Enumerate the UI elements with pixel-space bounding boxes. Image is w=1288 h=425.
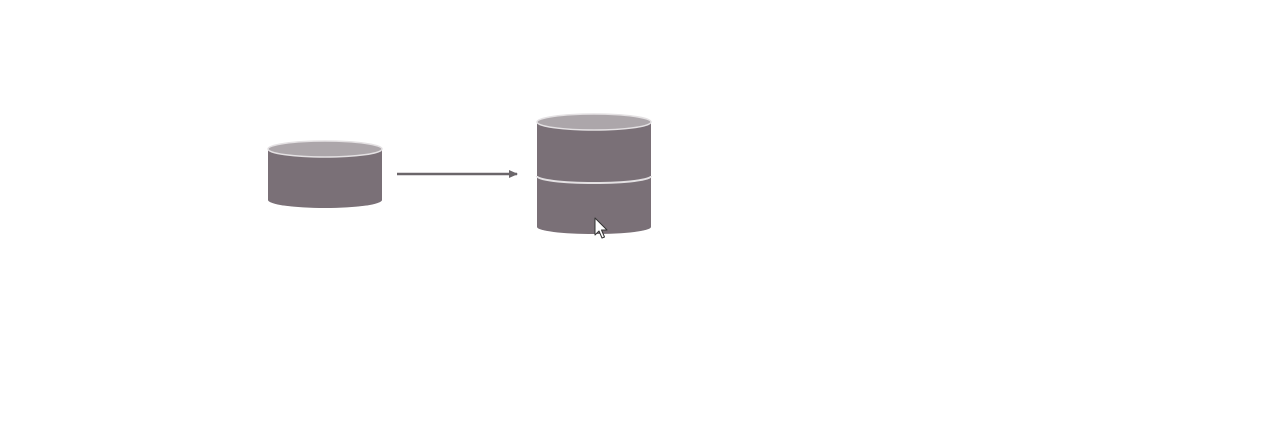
stacked-database-top — [536, 113, 652, 131]
single-database-body — [268, 149, 382, 208]
stacked-database-icon — [536, 113, 652, 234]
single-database-icon — [267, 140, 383, 208]
single-database-top — [267, 140, 383, 158]
stacked-database-upper-body — [537, 122, 651, 183]
mouse-pointer-icon — [594, 217, 608, 239]
stacked-database-separator — [536, 175, 652, 184]
stacked-database-lower-body — [537, 177, 651, 234]
